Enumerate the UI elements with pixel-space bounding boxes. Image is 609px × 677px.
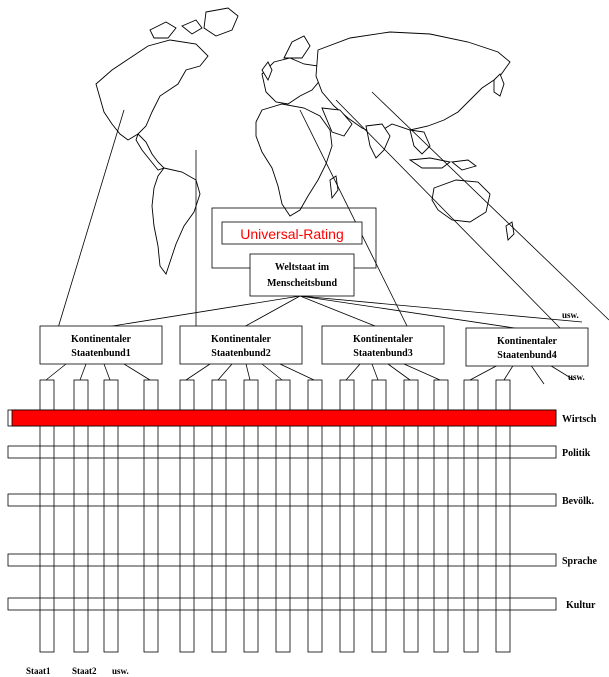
category-labels: Wirtsch Politik Bevölk. Sprache Kultur: [562, 414, 598, 611]
state-column: [73, 379, 89, 653]
universal-rating-label: Universal-Rating: [240, 226, 343, 242]
state-column: [463, 379, 479, 653]
continent-4-line2: Staatenbund4: [497, 350, 556, 361]
category-bar-kultur: [7, 597, 557, 611]
usw-mid-label: usw.: [568, 372, 585, 382]
universal-rating-box: Universal-Rating: [211, 207, 377, 269]
state-column: [103, 379, 119, 653]
state-column: [339, 379, 355, 653]
weltstaat-line1: Weltstaat im: [275, 262, 330, 273]
continent-2-line1: Kontinentaler: [211, 334, 272, 345]
state-column: [403, 379, 419, 653]
category-label-politik: Politik: [562, 448, 591, 459]
state-columns: [39, 379, 511, 653]
state-column: [495, 379, 511, 653]
state-label-1: Staat1: [26, 666, 51, 676]
state-column: [143, 379, 159, 653]
category-label-sprache: Sprache: [562, 556, 598, 567]
category-bars: [7, 409, 557, 611]
category-label-wirtsch: Wirtsch: [562, 414, 597, 425]
state-column: [307, 379, 323, 653]
continent-3-line2: Staatenbund3: [353, 348, 412, 359]
continent-box-4: [465, 327, 589, 367]
continent-1-line1: Kontinentaler: [71, 334, 132, 345]
category-bar-sprache: [7, 553, 557, 567]
weltstaat-line2: Menscheitsbund: [267, 278, 337, 289]
state-column: [39, 379, 55, 653]
world-map: [95, 7, 515, 275]
usw-top-label: usw.: [562, 310, 579, 320]
state-column: [179, 379, 195, 653]
state-label-2: Staat2: [72, 666, 97, 676]
category-label-kultur: Kultur: [566, 600, 596, 611]
weltstaat-box: Weltstaat im Menscheitsbund: [249, 253, 355, 297]
continent-4-line1: Kontinentaler: [497, 336, 558, 347]
continent-box-1: [39, 325, 163, 365]
continent-box-2: [179, 325, 303, 365]
state-column: [243, 379, 259, 653]
continent-box-3: [321, 325, 445, 365]
continent-1-line2: Staatenbund1: [71, 348, 130, 359]
category-bar-bevoelk: [7, 493, 557, 507]
state-column: [275, 379, 291, 653]
category-label-bevoelk: Bevölk.: [562, 496, 594, 507]
category-bar-wirtsch-highlight: [11, 409, 557, 427]
category-bar-politik: [7, 445, 557, 459]
connection-lines: [45, 91, 609, 385]
continental-boxes: Kontinentaler Staatenbund1 Kontinentaler…: [39, 325, 589, 367]
state-column: [371, 379, 387, 653]
state-column: [433, 379, 449, 653]
continent-3-line1: Kontinentaler: [353, 334, 414, 345]
state-column: [211, 379, 227, 653]
usw-bottom-label: usw.: [112, 666, 129, 676]
continent-2-line2: Staatenbund2: [211, 348, 270, 359]
